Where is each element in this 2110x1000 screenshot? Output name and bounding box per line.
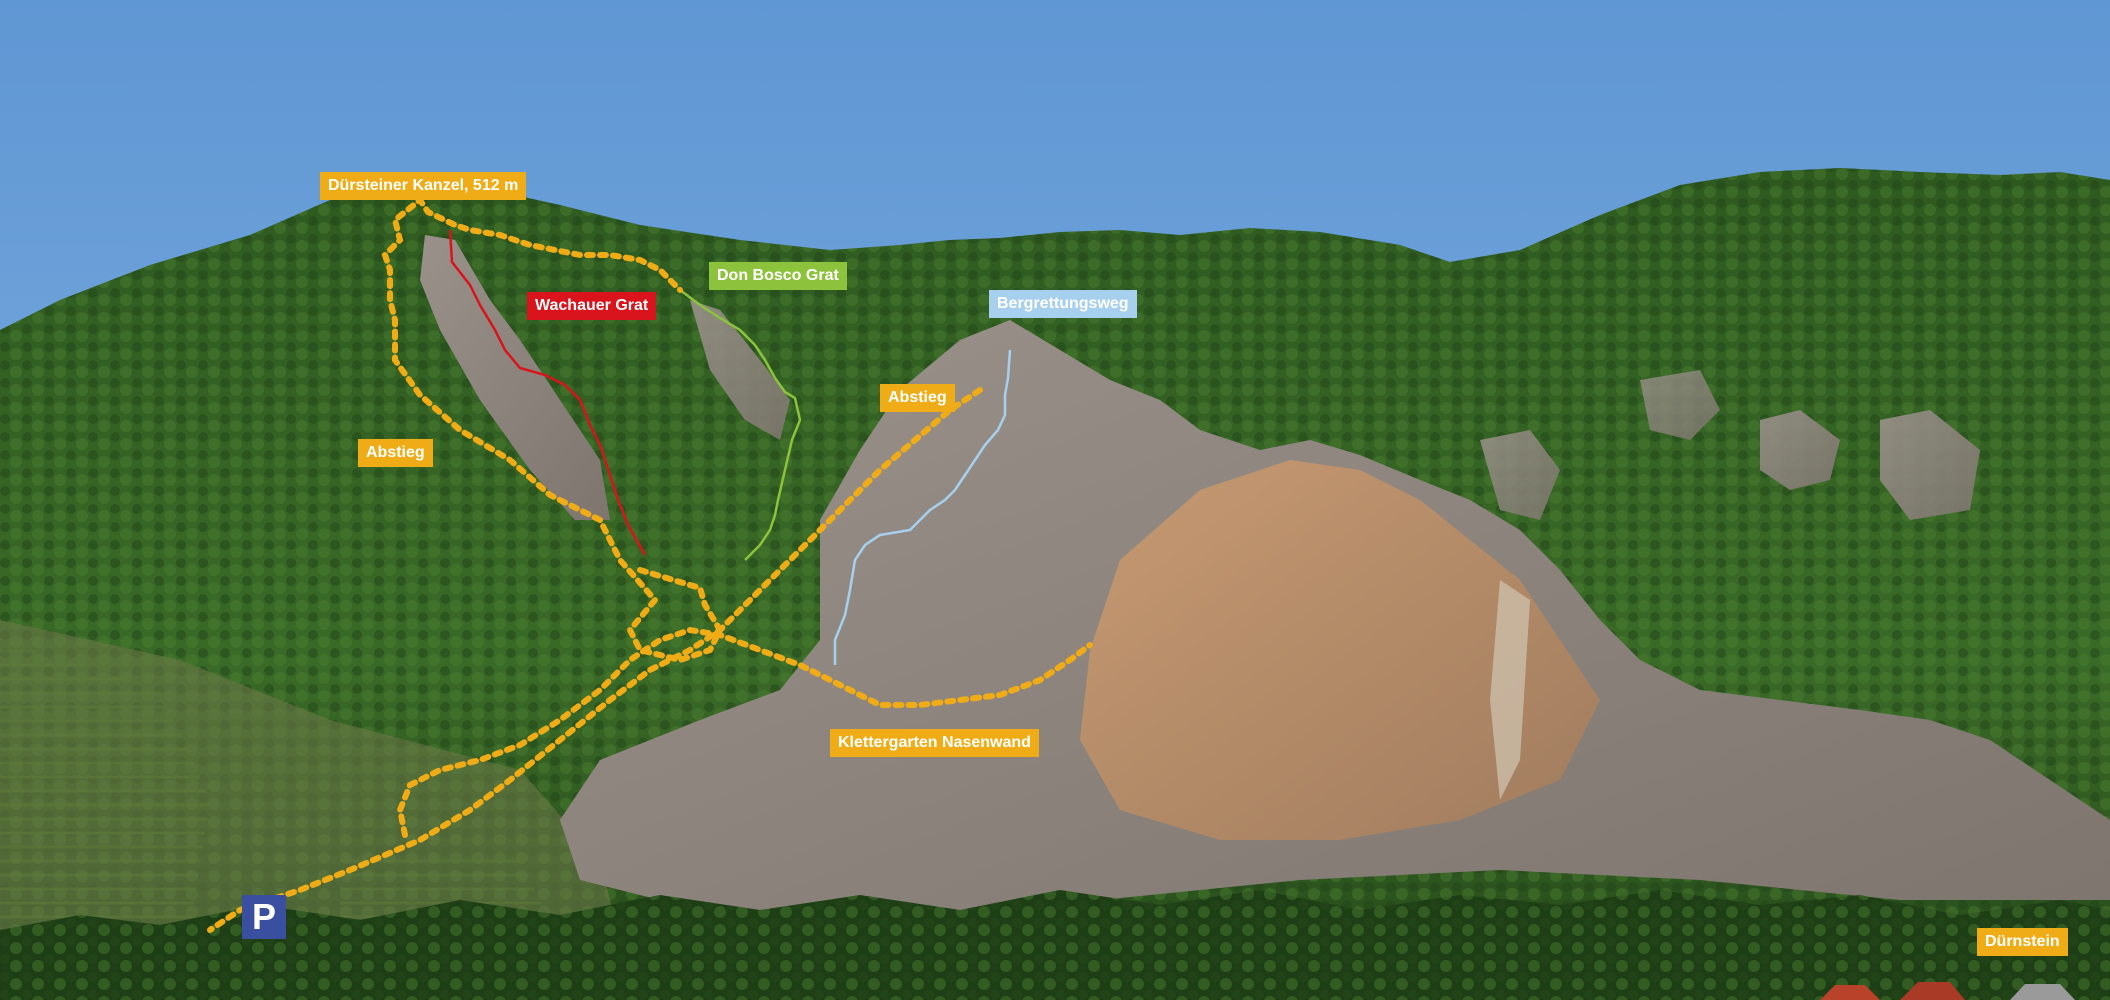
- parking-sign-icon: P: [242, 895, 286, 939]
- route-approach-klettergarten: [396, 626, 1093, 838]
- route-abstieg-left: [381, 195, 724, 664]
- bergrettungsweg-label: Bergrettungsweg: [989, 290, 1137, 318]
- duernstein-label: Dürnstein: [1977, 928, 2068, 956]
- village-roof-3: [2010, 984, 2075, 1000]
- right-outcrop-2: [1880, 410, 1980, 520]
- right-outcrop-3: [1640, 370, 1720, 440]
- don-bosco-grat-label: Don Bosco Grat: [709, 262, 847, 290]
- wachauer-ridge-rock: [420, 235, 610, 520]
- pale-rock-streak: [1490, 580, 1530, 800]
- foreground-tree-texture: [0, 890, 2110, 1000]
- right-outcrop-4: [1480, 430, 1560, 520]
- right-outcrop-1: [1760, 410, 1840, 490]
- route-bergrettungsweg: [833, 349, 1012, 665]
- route-abstieg-right: [207, 387, 983, 933]
- don-bosco-rock: [690, 300, 790, 440]
- abstieg-left-label: Abstieg: [358, 439, 433, 467]
- abstieg-right-label: Abstieg: [880, 384, 955, 412]
- wachauer-grat-label: Wachauer Grat: [527, 292, 657, 320]
- summit-label: Dürsteiner Kanzel, 512 m: [320, 172, 527, 200]
- route-wachauer-grat: [448, 229, 647, 556]
- route-don-bosco-grat: [679, 289, 802, 561]
- village-roof-1: [1820, 985, 1880, 1000]
- village-roof-2: [1900, 982, 1965, 1000]
- klettergarten-label: Klettergarten Nasenwand: [830, 729, 1039, 757]
- vineyard-terraces: [0, 640, 210, 930]
- quarry-face: [1080, 460, 1600, 840]
